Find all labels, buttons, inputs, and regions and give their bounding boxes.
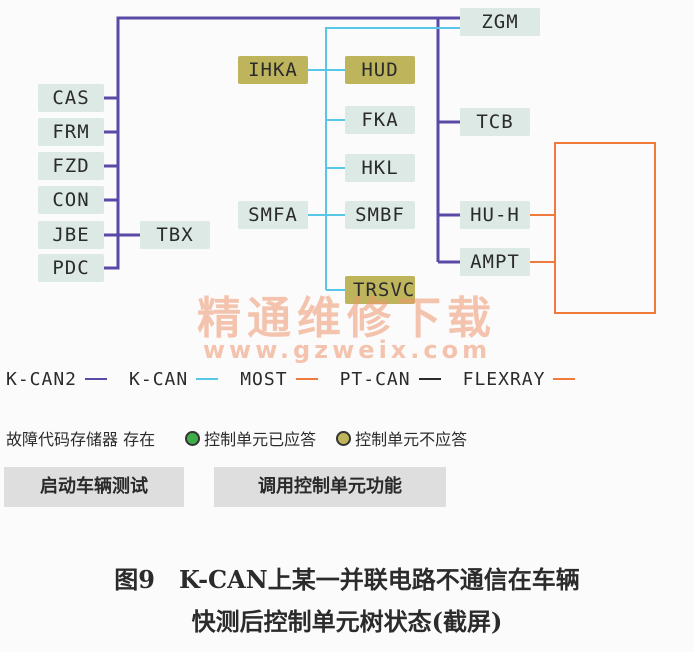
legend-most: MOST [240,368,318,390]
legend-label: MOST [240,368,288,390]
legend-label: K-CAN [129,368,189,390]
ecu-trsvc[interactable]: TRSVC [345,276,415,304]
ecu-con[interactable]: CON [38,186,104,214]
k-can2-lines [104,16,460,270]
legend-label: FLEXRAY [462,368,546,390]
ecu-zgm[interactable]: ZGM [460,8,540,36]
ecu-tcb[interactable]: TCB [460,108,530,136]
legend-flexray: FLEXRAY [463,369,576,390]
ecu-smfa[interactable]: SMFA [238,201,308,229]
ecu-jbe[interactable]: JBE [38,221,104,249]
watermark-title: 精通维修下载 [197,293,497,344]
fault-memory-label: 故障代码存储器 存在 [6,430,156,449]
ecu-hu-h[interactable]: HU-H [460,201,530,229]
status-row: 故障代码存储器 存在 控制单元已应答 控制单元不应答 [6,424,692,452]
bus-legend: K-CAN2 K-CAN MOST PT-CAN FLEXRAY [6,367,686,391]
network-tree [104,16,656,314]
legend-swatch [196,378,219,380]
ecu-ihka[interactable]: IHKA [238,56,308,84]
call-ecu-function-button[interactable]: 调用控制单元功能 [214,467,446,507]
legend-label: PT-CAN [339,368,411,390]
not-responding-label: 控制单元不应答 [355,430,468,449]
legend-label: K-CAN2 [6,368,78,390]
ecu-ampt[interactable]: AMPT [460,248,530,276]
ecu-fzd[interactable]: FZD [38,152,104,180]
responding-status-icon [185,430,201,446]
figure-caption-line2: 快测后控制单元树状态(截屏) [191,607,503,636]
ecu-hkl[interactable]: HKL [345,154,415,182]
responding-label: 控制单元已应答 [204,430,317,449]
ecu-cas[interactable]: CAS [38,84,104,112]
legend-swatch [295,378,318,380]
most-ring [525,142,656,314]
watermark-url: www.gzweix.com [202,336,492,364]
ecu-fka[interactable]: FKA [345,106,415,134]
figure-caption-line1: 图9 K-CAN上某一并联电路不通信在车辆 [114,565,580,594]
legend-k-can2: K-CAN2 [6,368,108,390]
k-can-lines [308,27,460,291]
ecu-smbf[interactable]: SMBF [345,201,415,229]
ecu-frm[interactable]: FRM [38,118,104,146]
legend-swatch [418,378,441,380]
ecu-pdc[interactable]: PDC [38,254,104,282]
ecu-tbx[interactable]: TBX [140,221,210,249]
ecu-hud[interactable]: HUD [345,56,415,84]
start-vehicle-test-button[interactable]: 启动车辆测试 [4,467,184,507]
legend-pt-can: PT-CAN [340,369,441,390]
legend-swatch [553,378,576,380]
not-responding-status-icon [336,430,352,446]
legend-k-can: K-CAN [129,368,219,390]
legend-swatch [85,378,108,380]
